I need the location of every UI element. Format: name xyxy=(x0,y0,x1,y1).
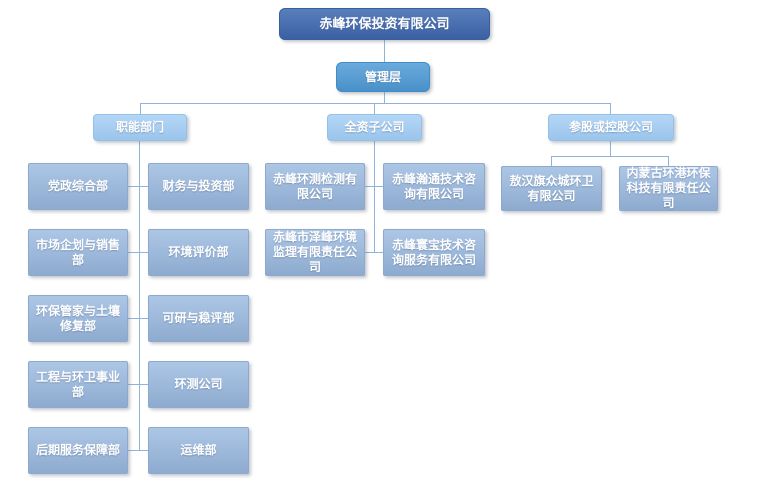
node-env-steward-soil-remediation-dept: 环保管家与土壤修复部 xyxy=(28,295,128,342)
connector-branch2-stub-row2 xyxy=(365,252,383,253)
node-marketing-sales-dept: 市场企划与销售部 xyxy=(28,229,128,276)
node-chifeng-hantong-consulting-co: 赤峰瀚通技术咨询有限公司 xyxy=(383,163,485,210)
connector-branch1-stub-row4 xyxy=(128,384,148,385)
connector-drop-branch3 xyxy=(610,103,611,114)
node-env-assessment-dept: 环境评价部 xyxy=(148,229,249,276)
node-finance-investment-dept: 财务与投资部 xyxy=(148,163,249,210)
connector-branch1-stub-row5 xyxy=(128,450,148,451)
node-aohan-zhongcheng-sanitation-co: 敖汉旗众城环卫有限公司 xyxy=(501,166,602,211)
connector-management-drop xyxy=(384,92,385,103)
connector-branch2-spine xyxy=(374,140,375,253)
node-root-company: 赤峰环保投资有限公司 xyxy=(279,8,490,40)
node-engineering-sanitation-dept: 工程与环卫事业部 xyxy=(28,361,128,408)
node-branch-equity-holding-companies: 参股或控股公司 xyxy=(548,114,674,141)
node-management: 管理层 xyxy=(336,62,430,92)
connector-branch3-drop xyxy=(610,140,611,156)
node-env-testing-company: 环测公司 xyxy=(148,361,249,408)
connector-branch3-drop-right xyxy=(668,156,669,166)
connector-branch3-horizontal xyxy=(551,156,669,157)
node-branch-wholly-owned-subsidiaries: 全资子公司 xyxy=(327,114,422,141)
node-chifeng-huance-testing-co: 赤峰环测检测有限公司 xyxy=(265,163,365,210)
node-neimenggu-huangang-envtech-co: 内蒙古环港环保科技有限责任公司 xyxy=(619,166,718,211)
connector-branch1-spine xyxy=(139,141,140,451)
connector-root-to-management xyxy=(384,40,385,62)
node-branch-functional-departments: 职能部门 xyxy=(93,114,187,141)
node-after-service-support-dept: 后期服务保障部 xyxy=(28,427,128,474)
node-chifeng-huanbao-consulting-co: 赤峰寰宝技术咨询服务有限公司 xyxy=(383,229,485,276)
node-chifeng-zefeng-supervision-co: 赤峰市泽峰环境监理有限责任公司 xyxy=(265,229,365,276)
node-operations-maintenance-dept: 运维部 xyxy=(148,427,249,474)
connector-branch1-stub-row3 xyxy=(128,318,148,319)
connector-branches-horizontal xyxy=(140,103,611,104)
connector-drop-branch2 xyxy=(374,103,375,114)
connector-branch1-stub-row1 xyxy=(128,186,148,187)
connector-branch2-stub-row1 xyxy=(365,186,383,187)
node-feasibility-stability-dept: 可研与稳评部 xyxy=(148,295,249,342)
connector-branch1-stub-row2 xyxy=(128,252,148,253)
node-party-admin-dept: 党政综合部 xyxy=(28,163,128,210)
connector-drop-branch1 xyxy=(140,103,141,114)
connector-branch3-drop-left xyxy=(551,156,552,166)
